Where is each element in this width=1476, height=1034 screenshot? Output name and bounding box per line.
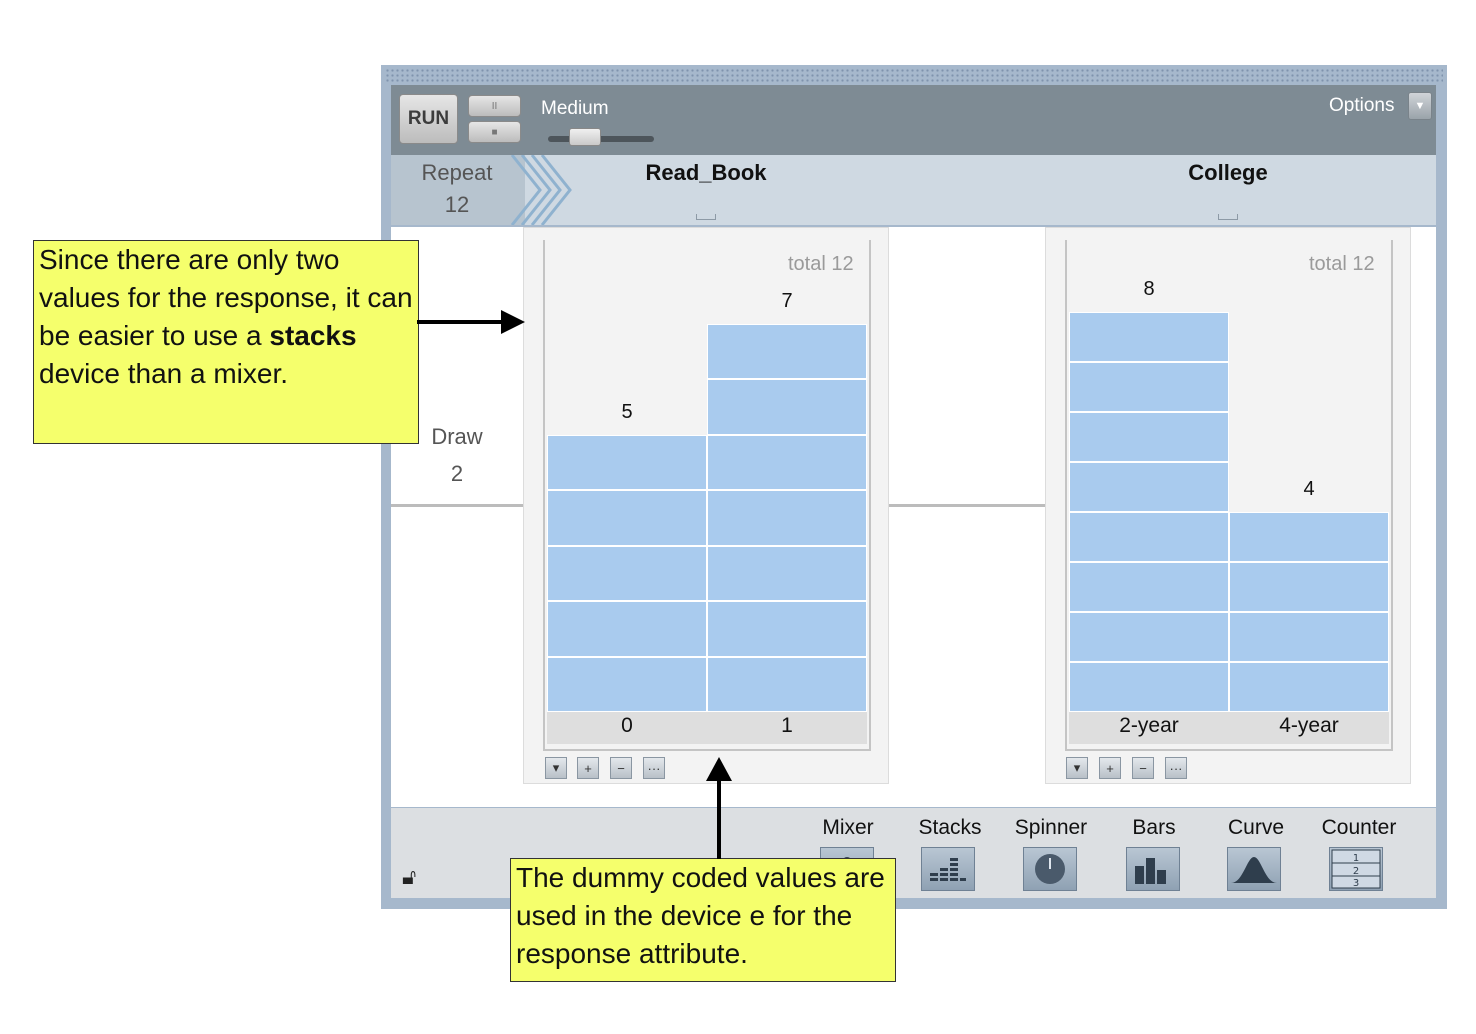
device-menu-button[interactable]: ▾ xyxy=(1066,757,1088,779)
device-add-button[interactable]: + xyxy=(1099,757,1121,779)
stack-ball[interactable] xyxy=(1229,512,1389,562)
stack-ball[interactable] xyxy=(1229,562,1389,612)
attribute-college[interactable]: College xyxy=(1188,160,1268,185)
palette-label-counter: Counter xyxy=(1321,816,1397,839)
stack-ball[interactable] xyxy=(1069,662,1229,712)
palette-label-spinner: Spinner xyxy=(1014,816,1088,839)
pipe-left xyxy=(391,504,525,507)
callout-text-pre: Since there are only two values for the … xyxy=(39,244,413,351)
stop-button[interactable]: ■ xyxy=(468,121,521,143)
stack-ball[interactable] xyxy=(1229,612,1389,662)
arrow-right-icon xyxy=(417,310,525,334)
stack-ball[interactable] xyxy=(1069,462,1229,512)
speed-slider-track[interactable] xyxy=(548,136,654,142)
stack-ball[interactable] xyxy=(1069,562,1229,612)
stack-count-label: 8 xyxy=(1143,278,1155,300)
category-label[interactable]: 0 xyxy=(621,714,633,737)
control-toolbar xyxy=(391,85,1436,155)
pipe-middle xyxy=(889,504,1047,507)
stacks-frame-college xyxy=(1065,240,1393,751)
curve-icon[interactable] xyxy=(1227,847,1281,891)
attribute-handle-college[interactable] xyxy=(1218,214,1238,220)
repeat-panel[interactable] xyxy=(391,155,525,225)
stack-ball[interactable] xyxy=(707,379,867,435)
stack-ball[interactable] xyxy=(547,434,707,490)
draw-label: Draw xyxy=(431,424,483,449)
palette-label-stacks: Stacks xyxy=(918,816,982,839)
palette-label-bars: Bars xyxy=(1132,816,1176,839)
arrow-up-icon xyxy=(706,757,732,859)
device-add-button[interactable]: + xyxy=(577,757,599,779)
device-remove-button[interactable]: − xyxy=(610,757,632,779)
svg-text:3: 3 xyxy=(1353,878,1359,889)
stack-ball[interactable] xyxy=(1069,362,1229,412)
attribute-handle-read-book[interactable] xyxy=(696,214,716,220)
stack-ball[interactable] xyxy=(1069,512,1229,562)
bars-icon[interactable] xyxy=(1126,847,1180,891)
stack-ball[interactable] xyxy=(707,490,867,546)
category-label[interactable]: 2-year xyxy=(1119,714,1179,737)
svg-text:2: 2 xyxy=(1353,866,1359,877)
stack-ball[interactable] xyxy=(1069,312,1229,362)
stacks-icon[interactable] xyxy=(921,847,975,891)
device-more-button[interactable]: ··· xyxy=(643,757,665,779)
stacks-frame-read-book xyxy=(543,240,871,751)
callout-stacks-note: Since there are only two values for the … xyxy=(33,240,419,444)
stack-ball[interactable] xyxy=(707,545,867,601)
stack-ball[interactable] xyxy=(547,601,707,657)
lock-icon[interactable]: 🔓︎ xyxy=(402,864,417,889)
run-button[interactable]: RUN xyxy=(399,94,458,144)
spinner-icon[interactable] xyxy=(1023,847,1077,891)
options-dropdown-icon[interactable]: ▼ xyxy=(1408,92,1432,120)
stack-ball[interactable] xyxy=(707,434,867,490)
category-bar xyxy=(1069,712,1389,744)
options-menu-label[interactable]: Options xyxy=(1329,95,1395,116)
svg-text:1: 1 xyxy=(1353,853,1359,864)
category-bar xyxy=(547,712,867,744)
category-label[interactable]: 1 xyxy=(781,714,793,737)
window-title-bar[interactable] xyxy=(385,68,1443,82)
stack-ball[interactable] xyxy=(547,545,707,601)
callout-text-post: device than a mixer. xyxy=(39,358,289,389)
repeat-label: Repeat xyxy=(421,160,493,185)
device-total: total 12 xyxy=(1309,253,1375,275)
repeat-value[interactable]: 12 xyxy=(444,192,470,217)
stack-ball[interactable] xyxy=(1069,612,1229,662)
draw-value[interactable]: 2 xyxy=(450,461,464,486)
device-menu-button[interactable]: ▾ xyxy=(545,757,567,779)
repeat-chevron-icon xyxy=(510,155,572,225)
speed-slider-thumb[interactable] xyxy=(569,128,601,146)
stack-count-label: 5 xyxy=(621,400,633,423)
stack-ball[interactable] xyxy=(547,490,707,546)
stack-count-label: 7 xyxy=(781,289,793,312)
pause-button[interactable]: II xyxy=(468,95,521,117)
stack-ball[interactable] xyxy=(707,323,867,379)
stack-ball[interactable] xyxy=(1069,412,1229,462)
stack-ball[interactable] xyxy=(707,656,867,712)
category-label[interactable]: 4-year xyxy=(1279,714,1339,737)
stack-ball[interactable] xyxy=(1229,662,1389,712)
callout-dummy-coded-note: The dummy coded values are used in the d… xyxy=(510,858,896,982)
callout-text-bold: stacks xyxy=(269,320,357,351)
device-remove-button[interactable]: − xyxy=(1132,757,1154,779)
device-more-button[interactable]: ··· xyxy=(1165,757,1187,779)
device-total: total 12 xyxy=(788,253,854,275)
palette-label-curve: Curve xyxy=(1227,816,1285,839)
stack-count-label: 4 xyxy=(1303,478,1315,500)
stack-ball[interactable] xyxy=(707,601,867,657)
stack-ball[interactable] xyxy=(547,656,707,712)
speed-label: Medium xyxy=(541,98,609,119)
attribute-header xyxy=(391,155,1436,225)
attribute-read-book[interactable]: Read_Book xyxy=(645,160,767,185)
palette-label-mixer: Mixer xyxy=(822,816,874,839)
